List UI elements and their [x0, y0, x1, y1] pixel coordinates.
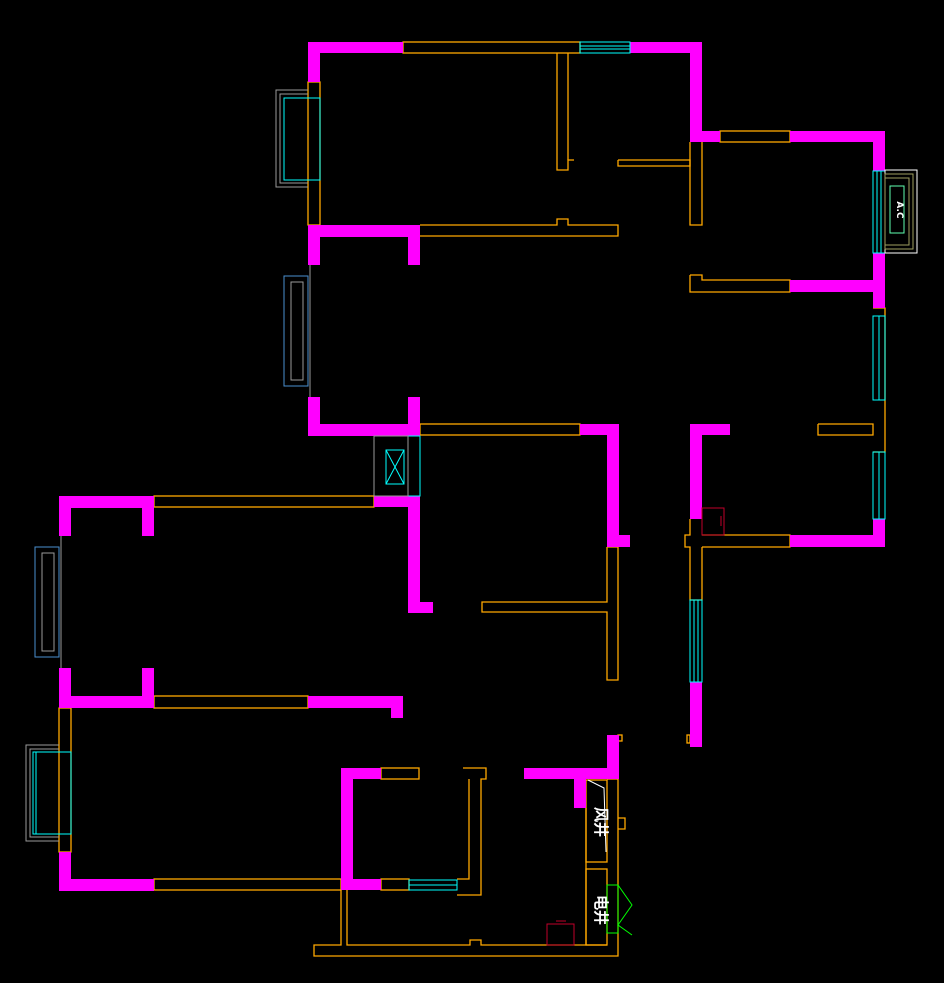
wall-segment — [142, 496, 154, 536]
wall-segment — [690, 424, 730, 435]
partition-line — [719, 130, 791, 143]
wall-segment — [873, 131, 885, 171]
wall-segment — [308, 42, 403, 53]
ac-unit-box — [889, 185, 905, 234]
wall-segment — [790, 280, 885, 292]
wall-segment — [408, 225, 420, 265]
wall-segment — [408, 397, 420, 435]
bay-window-glass — [283, 97, 321, 181]
partition-line — [689, 142, 703, 226]
partition-line — [153, 495, 375, 508]
partition-line — [380, 767, 420, 780]
radiator-core — [290, 281, 304, 381]
fixtures — [546, 507, 725, 946]
wall-segment — [607, 424, 619, 544]
wall-segment — [308, 424, 420, 436]
partition-line — [420, 218, 619, 237]
wall-segment — [341, 768, 353, 890]
bay-windows — [25, 89, 321, 842]
partition-line — [585, 779, 608, 863]
wall-segment — [580, 424, 618, 435]
radiator-core — [41, 552, 55, 652]
partition-line — [419, 423, 581, 436]
floor-drain — [701, 507, 725, 536]
partition-line — [153, 695, 309, 709]
wall-segment — [308, 42, 320, 82]
wall-segment — [391, 696, 403, 718]
partition-line — [457, 767, 487, 896]
radiator — [283, 275, 309, 387]
partition-line — [58, 707, 72, 853]
partition-line — [684, 519, 703, 601]
wall-segment — [341, 879, 381, 890]
ac-unit: A.C — [884, 169, 918, 254]
bay-window-frame — [29, 748, 59, 838]
window — [872, 170, 886, 254]
wall-segment — [59, 879, 154, 891]
wall-segment — [690, 42, 702, 142]
window — [689, 599, 703, 683]
wall-segment — [341, 768, 381, 779]
partition-line — [481, 546, 619, 681]
partition-lines — [58, 41, 886, 957]
partition-line — [346, 890, 607, 946]
wall-segment — [790, 535, 885, 547]
window — [385, 449, 405, 485]
bay-window-glass — [32, 751, 72, 835]
ac-frame-inner — [884, 177, 910, 246]
wall-segment — [408, 496, 420, 613]
radiators — [34, 275, 309, 658]
wall-segment — [374, 496, 419, 507]
partition-line — [618, 817, 626, 830]
partition-line — [686, 734, 691, 744]
wall-segment — [607, 535, 630, 547]
wall-segment — [59, 496, 154, 508]
partition-line — [313, 779, 619, 957]
partition-line — [702, 534, 791, 548]
wall-segment — [308, 225, 420, 237]
partition-line — [617, 159, 691, 167]
wall-segment — [308, 225, 320, 265]
wall-segment — [574, 768, 586, 808]
door-frame — [606, 884, 619, 934]
partition-line — [556, 53, 574, 171]
wall-segment — [59, 496, 71, 536]
partition-line — [817, 423, 874, 436]
shaft-outline — [373, 435, 409, 497]
bay-window-frame — [275, 89, 308, 188]
structural-walls — [59, 42, 885, 891]
window — [407, 435, 421, 497]
air-shaft-label: 风井 — [592, 807, 610, 837]
radiator — [34, 546, 60, 658]
duct-line — [587, 779, 607, 853]
partition-line — [153, 878, 342, 891]
partition-line — [689, 274, 791, 293]
partition-line — [380, 878, 410, 891]
wall-segment — [690, 682, 702, 747]
window — [385, 449, 405, 485]
floor-drain — [546, 923, 575, 946]
windows — [60, 41, 886, 891]
wall-segment — [607, 735, 619, 779]
electric-shaft-label: 电井 — [592, 895, 610, 925]
partition-line — [307, 81, 321, 226]
window — [579, 41, 631, 54]
wall-segment — [308, 696, 403, 708]
partition-line — [402, 41, 581, 54]
door-swing — [617, 884, 633, 936]
wall-segment — [690, 131, 720, 142]
bay-window-frame — [25, 744, 59, 842]
wall-segment — [408, 602, 433, 613]
partition-line — [457, 779, 470, 880]
wall-segment — [524, 768, 619, 779]
bay-window-frame — [279, 93, 308, 184]
ac-label: A.C — [894, 201, 904, 219]
wall-segment — [690, 424, 702, 519]
wall-segment — [630, 42, 698, 53]
wall-segment — [59, 696, 154, 708]
wall-segment — [790, 131, 885, 142]
